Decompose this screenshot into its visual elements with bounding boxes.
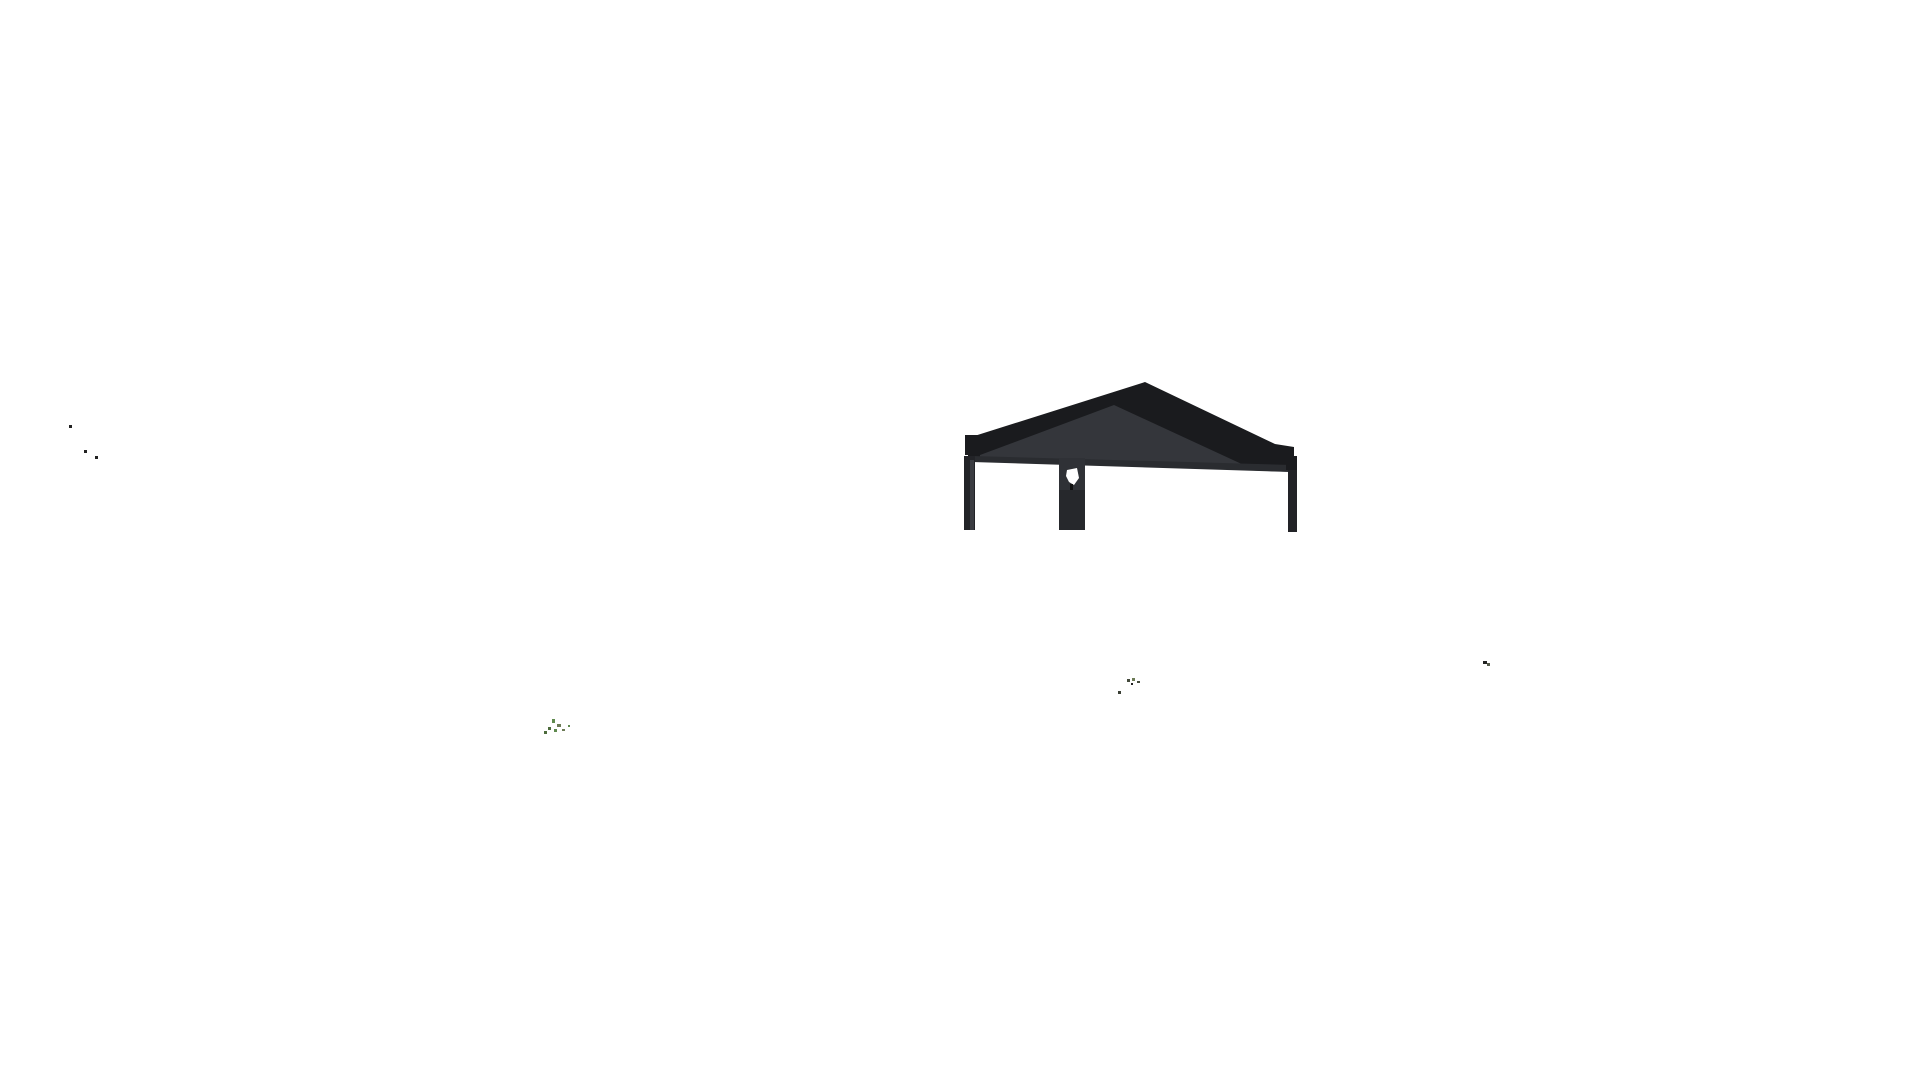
pavilion-gable-inner (980, 405, 1246, 466)
debris-right (1483, 661, 1490, 666)
pavilion-post-right-cap (1286, 456, 1297, 470)
distant-debris-left (69, 425, 98, 459)
pavilion-center-wall-shade (1059, 490, 1085, 530)
roof-eave-left (965, 435, 981, 455)
pavilion-post-left-face (970, 460, 974, 530)
pavilion-structure[interactable] (964, 382, 1297, 532)
grass-tuft-left (544, 719, 570, 734)
pavilion-beam (972, 456, 1292, 472)
grass-tuft-center (1118, 678, 1140, 694)
pavilion-post-left (964, 456, 975, 530)
pavilion-post-right (1288, 466, 1297, 532)
wall-lamp (1066, 468, 1079, 490)
